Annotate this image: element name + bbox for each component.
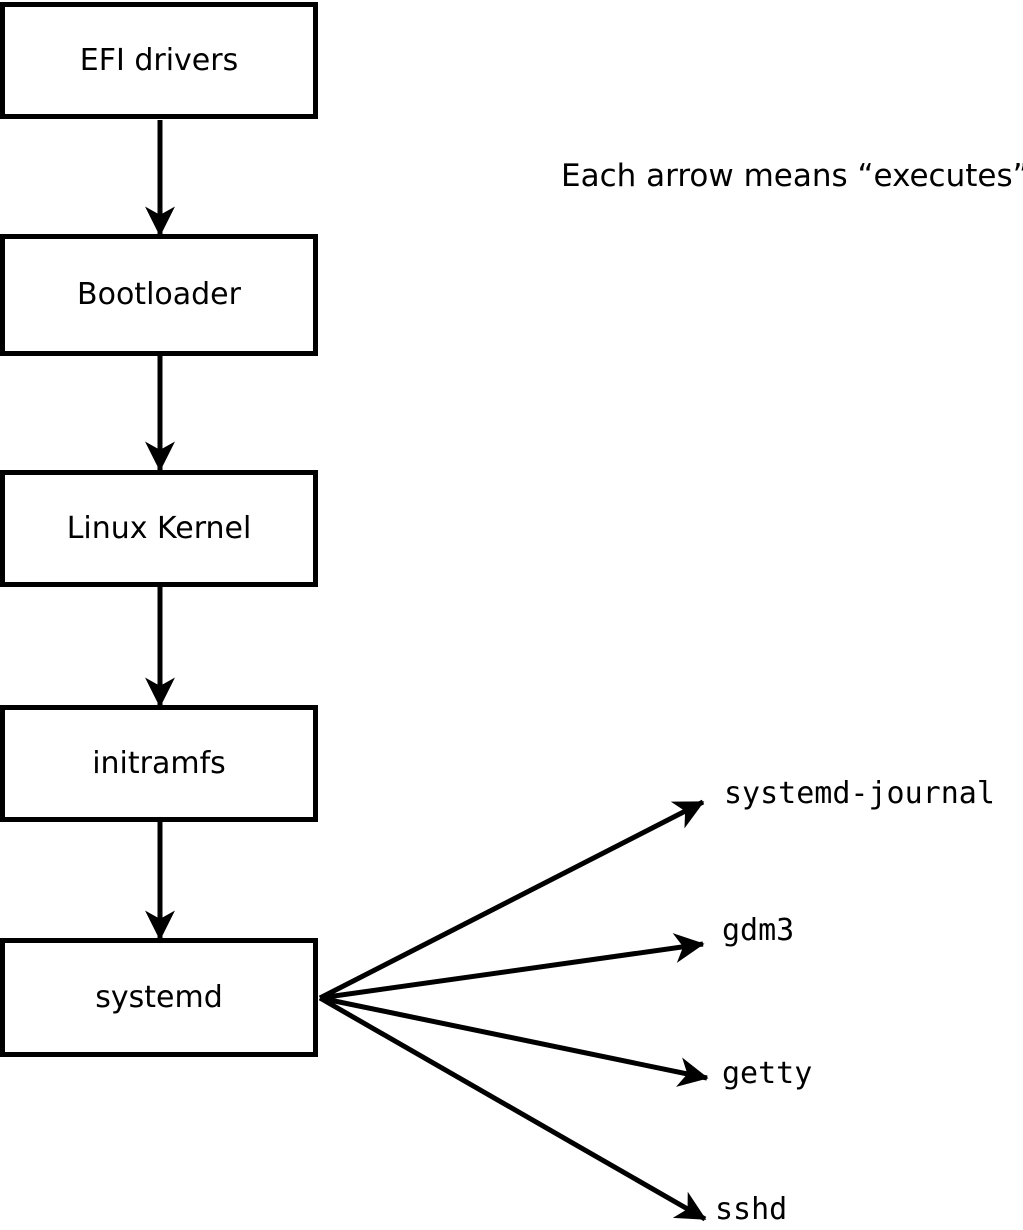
arrow-systemd-to-gdm3 <box>319 933 705 1001</box>
service-label-sshd: sshd <box>715 1192 788 1227</box>
service-label-systemd-journal: systemd-journal <box>724 776 995 811</box>
node-bootloader-label: Bootloader <box>77 277 241 312</box>
arrow-systemd-to-getty <box>319 995 709 1087</box>
node-efi-drivers-label: EFI drivers <box>79 42 239 78</box>
node-initramfs: initramfs <box>0 705 318 822</box>
node-linux-kernel-label: Linux Kernel <box>66 510 252 546</box>
service-label-gdm3: gdm3 <box>722 913 795 948</box>
arrow-systemd-to-sshd <box>318 995 707 1222</box>
node-bootloader: Bootloader <box>0 234 318 356</box>
node-systemd: systemd <box>0 938 318 1057</box>
service-label-getty: getty <box>722 1056 813 1091</box>
caption-arrow-meaning: Each arrow means “executes”. <box>561 158 1023 194</box>
node-linux-kernel: Linux Kernel <box>0 470 318 587</box>
arrow-systemd-to-journal <box>318 799 705 1001</box>
node-efi-drivers: EFI drivers <box>0 2 318 119</box>
node-initramfs-label: initramfs <box>92 745 226 781</box>
node-systemd-label: systemd <box>95 979 223 1015</box>
